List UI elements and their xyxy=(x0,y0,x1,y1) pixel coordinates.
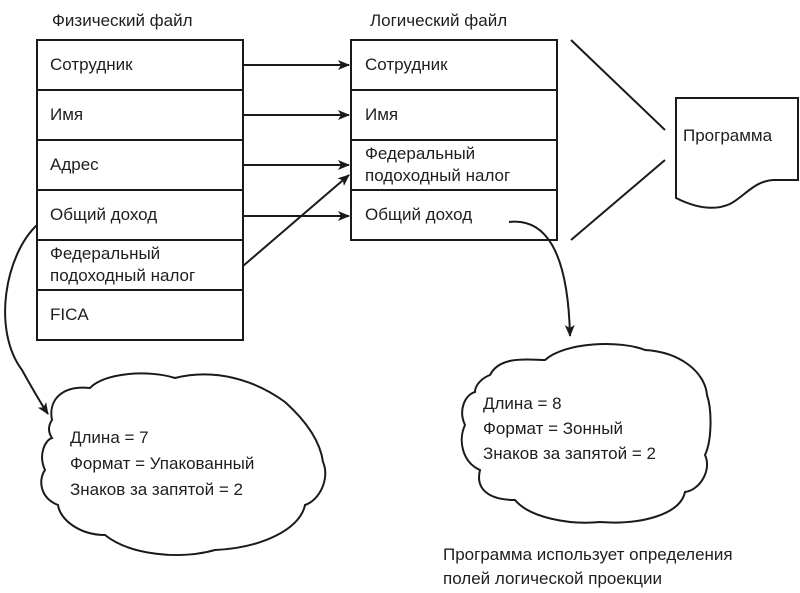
physical-detail-arrow xyxy=(4,224,49,415)
program-document-icon xyxy=(675,97,799,209)
logical-note-length: Длина = 8 xyxy=(483,394,562,413)
physical-field-federal-tax-line1: Федеральный xyxy=(50,244,161,263)
program-connector-line xyxy=(570,39,666,131)
logical-note-format: Формат = Зонный xyxy=(483,419,623,438)
physical-field-gross-income: Общий доход xyxy=(50,205,158,224)
program-label: Программа xyxy=(683,126,773,145)
physical-field-employee: Сотрудник xyxy=(50,55,133,74)
logical-field-name: Имя xyxy=(365,105,399,124)
logical-field-employee: Сотрудник xyxy=(365,55,448,74)
logical-field-federal-tax-line2: подоходный налог xyxy=(365,166,511,185)
logical-file-box xyxy=(350,39,558,241)
physical-field-fica: FICA xyxy=(50,305,89,324)
mapping-arrow xyxy=(242,174,350,267)
logical-detail-arrow xyxy=(508,220,575,337)
physical-note-decimals: Знаков за запятой = 2 xyxy=(70,480,243,499)
physical-field-federal-tax-line2: подоходный налог xyxy=(50,266,196,285)
logical-file-title: Логический файл xyxy=(370,11,508,30)
physical-field-name: Имя xyxy=(50,105,84,124)
caption-line2: полей логической проекции xyxy=(443,569,662,588)
logical-note-decimals: Знаков за запятой = 2 xyxy=(483,444,656,463)
physical-attributes-cloud xyxy=(40,372,327,556)
physical-file-box xyxy=(36,39,244,341)
physical-note-length: Длина = 7 xyxy=(70,428,149,447)
physical-file-title: Физический файл xyxy=(52,11,193,30)
physical-note-format: Формат = Упакованный xyxy=(70,454,255,473)
physical-field-address: Адрес xyxy=(50,155,99,174)
logical-field-federal-tax-line1: Федеральный xyxy=(365,144,476,163)
logical-attributes-cloud xyxy=(460,343,712,524)
caption-line1: Программа использует определения xyxy=(443,545,733,564)
program-connector-line xyxy=(570,159,666,241)
logical-field-gross-income: Общий доход xyxy=(365,205,473,224)
